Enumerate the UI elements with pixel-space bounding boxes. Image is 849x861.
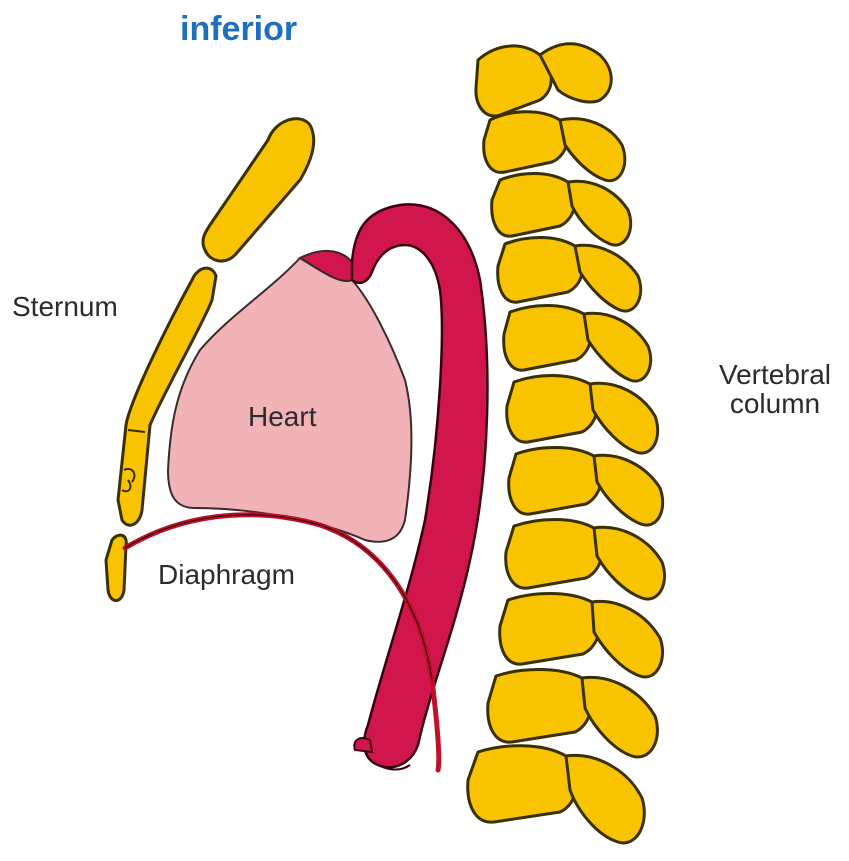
vertebral-column-label: Vertebral column xyxy=(702,360,848,419)
sternum-manubrium xyxy=(203,119,314,261)
sternum-label: Sternum xyxy=(12,292,118,321)
diaphragm-label: Diaphragm xyxy=(158,560,295,589)
aorta-branch xyxy=(354,738,372,752)
vertebral-label-line1: Vertebral xyxy=(702,360,848,389)
vertebral-column xyxy=(468,44,665,843)
sternum-xiphoid xyxy=(106,535,126,600)
vertebral-label-line2: column xyxy=(702,389,848,418)
diagram-title: inferior xyxy=(180,10,297,49)
heart-label: Heart xyxy=(248,402,316,431)
